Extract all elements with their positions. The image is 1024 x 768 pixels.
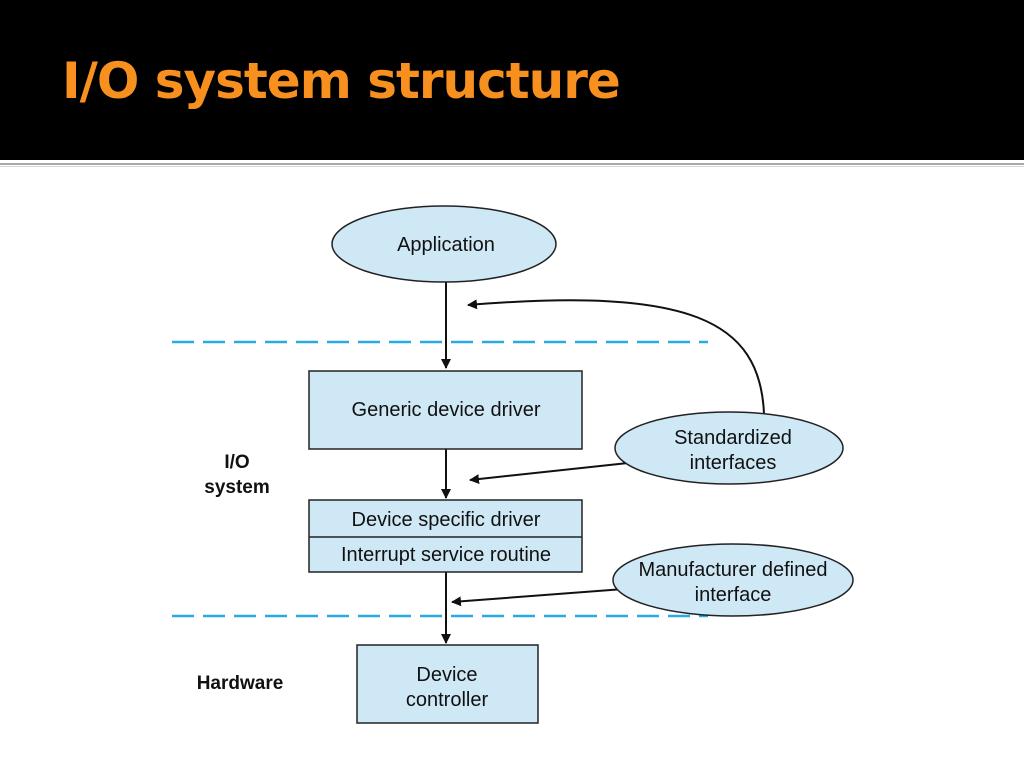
application-label: Application: [397, 234, 495, 256]
manufacturer-interface-label-line1: Manufacturer defined: [638, 559, 827, 581]
slide-header: [0, 0, 1024, 160]
standardized-interfaces-label-line1: Standardized: [674, 427, 792, 449]
application-node: Application: [331, 205, 557, 283]
manufacturer-interface-label-line2: interface: [695, 584, 772, 606]
device-controller-label-line2: controller: [406, 689, 489, 711]
generic-device-driver-label: Generic device driver: [352, 399, 541, 421]
device-controller-label-line1: Device: [416, 664, 477, 686]
arrow-manufacturer-to-lower: [451, 588, 625, 607]
io-system-label-line2: system: [204, 477, 270, 498]
generic-device-driver-node: Generic device driver: [308, 370, 583, 450]
manufacturer-interface-node: Manufacturer defined interface: [612, 543, 854, 617]
header-divider-light: [0, 166, 1024, 167]
device-specific-driver-label: Device specific driver: [352, 509, 541, 531]
interrupt-service-routine-label: Interrupt service routine: [341, 544, 551, 566]
standardized-interfaces-label-line2: interfaces: [690, 452, 777, 474]
header-divider: [0, 163, 1024, 165]
hardware-label: Hardware: [197, 673, 284, 694]
io-system-label-line1: I/O: [224, 452, 249, 473]
slide-title: I/O system structure: [62, 52, 621, 110]
device-controller-node: Device controller: [356, 644, 539, 724]
arrow-standardized-to-top: [467, 299, 765, 415]
arrow-standardized-to-middle: [469, 462, 629, 485]
standardized-interfaces-node: Standardized interfaces: [614, 411, 844, 485]
device-specific-driver-node: Device specific driver Interrupt service…: [308, 499, 583, 573]
